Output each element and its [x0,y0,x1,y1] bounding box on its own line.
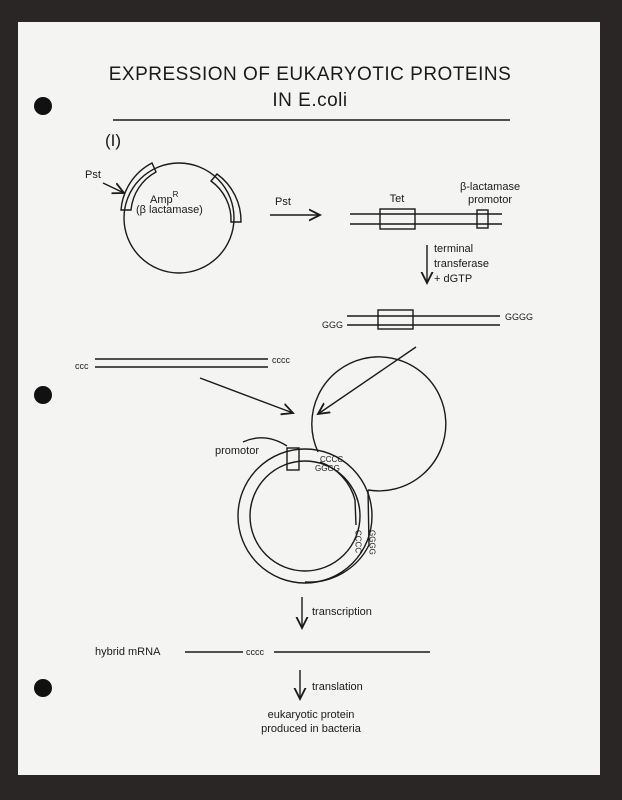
punch-hole [34,97,52,115]
beta-lactamase-label: (β lactamase) [136,204,203,216]
cdna-left-tail: ccc [75,361,89,371]
linearized-plasmid [350,208,502,230]
pst-site-arrow [102,182,124,193]
vector-left-tail: GGG [322,320,343,330]
punch-hole [34,386,52,404]
result-line-2: produced in bacteria [261,723,362,735]
amp-label: AmpR [150,190,179,206]
promoter-box [476,209,489,229]
punch-hole [34,679,52,697]
tailing-line-2: transferase [434,258,489,270]
promoter-bracket [242,437,288,447]
outer-tail-right: GGGG [368,530,377,555]
paper-sheet [18,22,600,775]
recombinant-promoter-label: promotor [215,445,259,457]
translation-label: translation [312,681,363,693]
title-line-2: IN E.coli [272,90,347,111]
annealing-arrow-left [199,377,293,413]
promoter-label-2: promotor [468,194,512,206]
tet-box [379,208,416,230]
tet-gene-box [209,173,242,223]
tailed-vector [347,309,500,330]
pst-enzyme-label: Pst [275,196,291,208]
plasmid [102,162,242,274]
outer-tail-top: CCCC [320,455,343,464]
promoter-label-1: β-lactamase [460,181,520,193]
result-line-1: eukaryotic protein [268,709,355,721]
tailing-line-1: terminal [434,243,473,255]
inner-tail-right: CCCC [354,530,363,553]
cdna-right-tail: cccc [272,355,291,365]
title-line-1: EXPRESSION OF EUKARYOTIC PROTEINS [109,64,512,85]
transcription-label: transcription [312,606,372,618]
vector-right-tail: GGGG [505,312,533,322]
section-label: (I) [105,131,121,150]
promoter-box [286,447,300,471]
mrna-tail: cccc [246,647,265,657]
recombinant-plasmid [237,356,447,584]
mrna-label: hybrid mRNA [95,646,161,658]
tet-label: Tet [390,193,405,205]
annealing-arrow-right [318,346,417,414]
tet-box [377,309,414,330]
inner-tail-top: GGGG [315,464,340,473]
pst-site-label: Pst [85,169,101,181]
tailing-line-3: + dGTP [434,273,472,285]
